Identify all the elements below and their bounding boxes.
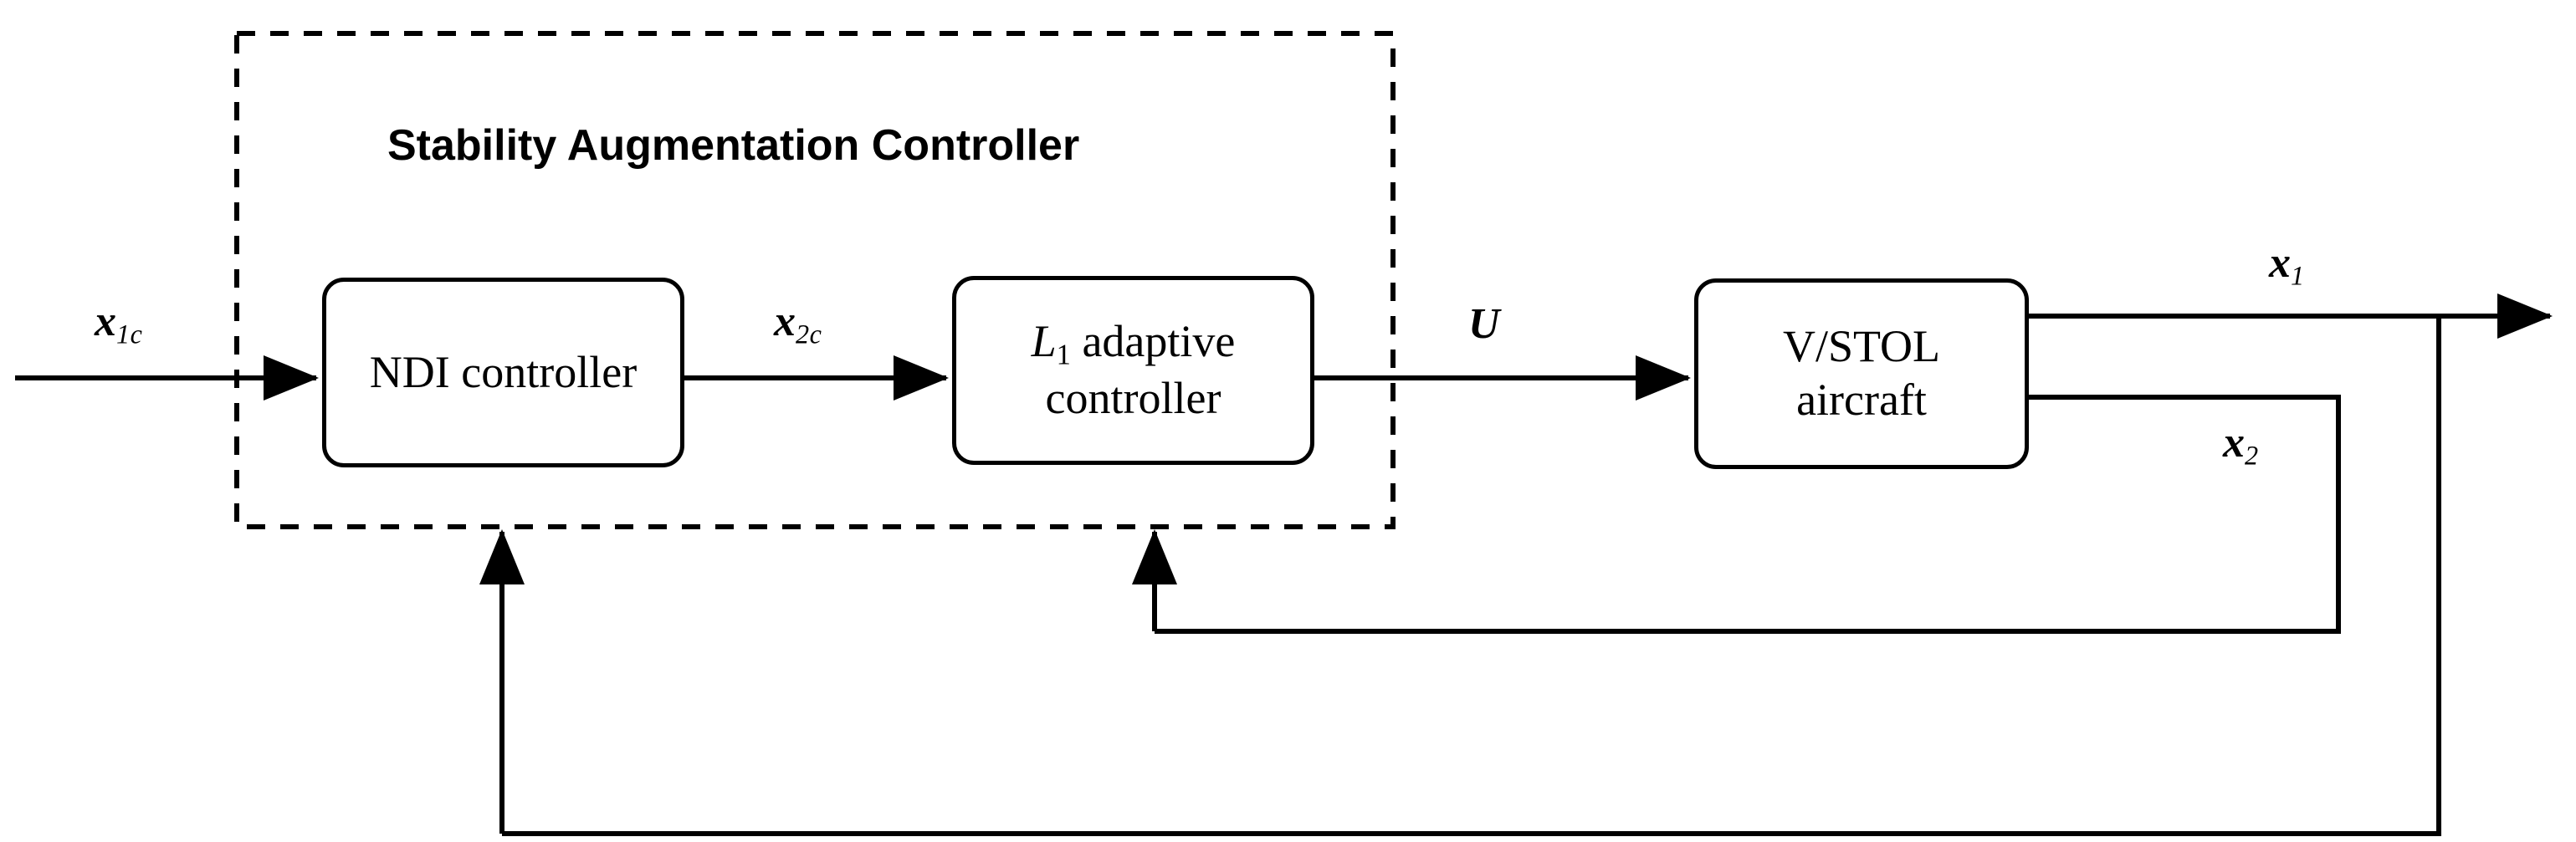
x1-base: x	[2269, 239, 2291, 287]
vstol-label-line1: V/STOL	[1782, 321, 1941, 372]
l1-subscript: 1	[1056, 339, 1071, 371]
x2c-base: x	[774, 298, 796, 345]
signal-label-x2c: x2c	[774, 297, 822, 350]
group-title: Stability Augmentation Controller	[387, 121, 1080, 170]
x1c-base: x	[95, 298, 116, 345]
x2-base: x	[2223, 419, 2245, 467]
vstol-label-line2: aircraft	[1796, 375, 1927, 425]
u-base: U	[1468, 300, 1500, 348]
block-vstol-aircraft-label: V/STOL aircraft	[1775, 320, 1949, 426]
x1-subscript: 1	[2291, 260, 2305, 291]
signal-label-u: U	[1468, 299, 1500, 349]
l1-label-rest: adaptive	[1070, 315, 1236, 366]
l1-label-line2: controller	[1045, 373, 1221, 424]
l1-symbol: L	[1031, 315, 1057, 366]
block-l1-adaptive-controller[interactable]: L1 adaptive controller	[952, 276, 1314, 465]
block-l1-adaptive-controller-label: L1 adaptive controller	[1023, 315, 1244, 426]
block-vstol-aircraft[interactable]: V/STOL aircraft	[1694, 278, 2029, 469]
signal-label-x1: x1	[2269, 238, 2305, 292]
block-ndi-controller[interactable]: NDI controller	[322, 278, 684, 467]
stability-augmentation-group-boundary	[234, 31, 1396, 529]
x2-subscript: 2	[2245, 440, 2259, 471]
x1c-subscript: 1c	[116, 319, 143, 350]
x2c-subscript: 2c	[796, 319, 822, 350]
signal-label-x2: x2	[2223, 418, 2259, 472]
block-ndi-controller-label: NDI controller	[369, 346, 638, 397]
signal-label-x1c: x1c	[95, 297, 142, 350]
